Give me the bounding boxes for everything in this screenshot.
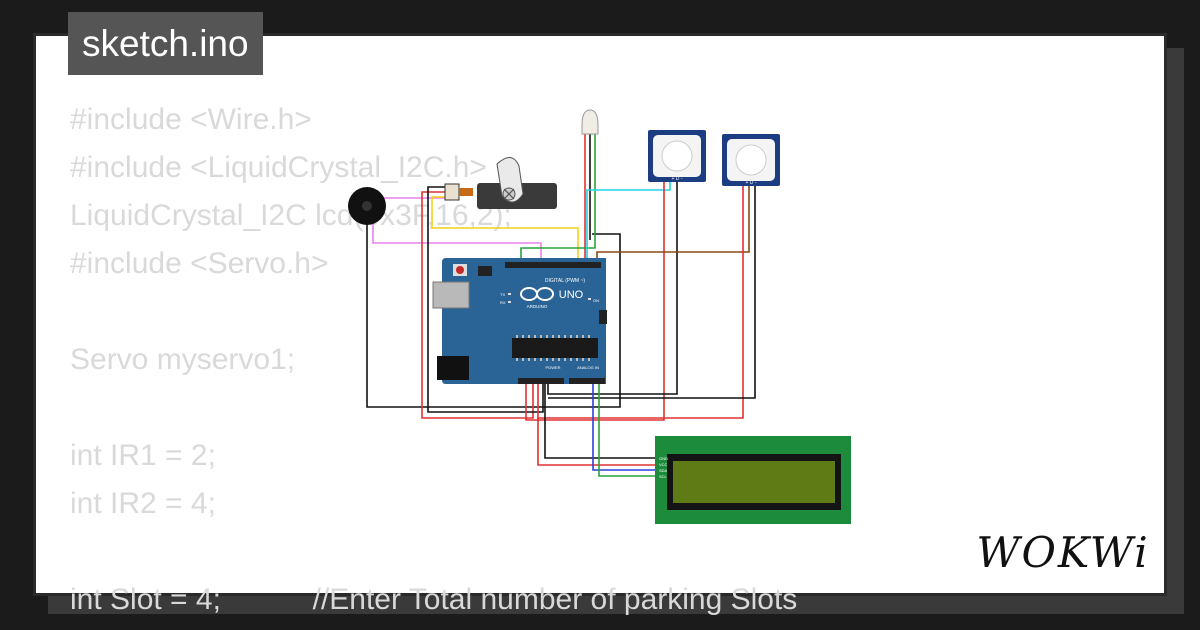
rx-label: RX bbox=[500, 300, 506, 305]
wire-pir1-vcc bbox=[525, 182, 665, 421]
power-header-label: POWER bbox=[545, 365, 560, 370]
servo-motor[interactable] bbox=[444, 157, 557, 209]
wokwi-brand-text: WOKWi bbox=[976, 528, 1149, 577]
wire-pir2-gnd bbox=[548, 186, 756, 399]
code-line: #include <Wire.h> bbox=[70, 103, 312, 136]
board-model-label: UNO bbox=[559, 289, 584, 301]
pir-sensor-2[interactable]: + D - bbox=[722, 134, 780, 186]
lcd-pin-gnd: GND bbox=[659, 456, 668, 461]
wire-buzzer-signal bbox=[372, 197, 542, 262]
pir1-pin-labels: + D - bbox=[672, 176, 683, 182]
code-line: int IR2 = 4; bbox=[70, 487, 216, 520]
lcd-pin-sda: SDA bbox=[659, 468, 668, 473]
tx-label: TX bbox=[500, 292, 505, 297]
wire-lcd-scl bbox=[598, 384, 658, 477]
pir2-pin-labels: + D - bbox=[746, 180, 757, 186]
code-line: Servo myservo1; bbox=[70, 343, 296, 376]
wire-buzzer-gnd bbox=[366, 215, 621, 408]
code-line: int IR1 = 2; bbox=[70, 439, 216, 472]
rgb-led[interactable] bbox=[581, 109, 599, 135]
wire-servo-signal bbox=[431, 196, 579, 262]
code-line: #include <Servo.h> bbox=[70, 247, 329, 280]
code-line: int Slot = 4; //Enter Total number of pa… bbox=[70, 583, 798, 616]
analog-header-label: ANALOG IN bbox=[577, 365, 599, 370]
on-label: ON bbox=[593, 298, 599, 303]
digital-header-label: DIGITAL (PWM ~) bbox=[545, 278, 585, 284]
wire-servo-vcc bbox=[421, 191, 534, 419]
code-line: #include <LiquidCrystal_I2C.h> bbox=[70, 151, 487, 184]
lcd-pin-scl: SCL bbox=[659, 474, 668, 479]
wire-lcd-sda bbox=[592, 384, 658, 471]
pir-sensor-1[interactable]: + D - bbox=[648, 130, 706, 182]
wire-lcd-gnd bbox=[544, 384, 658, 459]
wire-servo-gnd bbox=[427, 186, 544, 413]
wires bbox=[366, 134, 756, 477]
arduino-uno-board[interactable]: DIGITAL (PWM ~) UNO ARDUINO TX RX ON bbox=[432, 258, 607, 384]
file-title: sketch.ino bbox=[68, 12, 263, 75]
lcd-display[interactable]: GND VCC SDA SCL bbox=[655, 436, 851, 524]
lcd-pin-vcc: VCC bbox=[659, 462, 668, 467]
arduino-logo: UNO ARDUINO bbox=[520, 287, 584, 309]
wire-pir1-out bbox=[586, 182, 671, 262]
wire-pir2-vcc bbox=[537, 186, 744, 419]
wire-pir2-out bbox=[596, 186, 750, 262]
board-brand-label: ARDUINO bbox=[527, 304, 548, 309]
wire-lcd-vcc bbox=[537, 384, 658, 466]
buzzer[interactable] bbox=[348, 187, 386, 225]
wire-led-green bbox=[520, 134, 596, 262]
wokwi-logo: WOKWi bbox=[976, 528, 1149, 577]
wire-pir1-gnd bbox=[547, 182, 678, 395]
